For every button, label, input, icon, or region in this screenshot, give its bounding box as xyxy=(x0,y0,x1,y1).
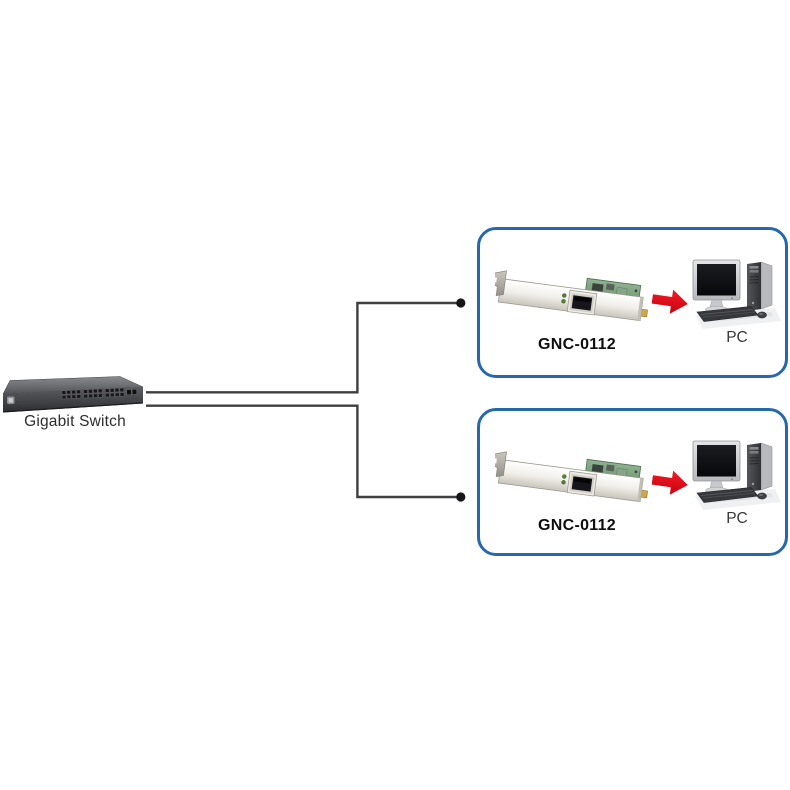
pc-image xyxy=(691,258,785,335)
wire-bottom xyxy=(146,404,457,499)
card-model-label: GNC-0112 xyxy=(538,336,616,353)
device-box-1: GNC-0112 PC xyxy=(477,227,788,378)
connection-dot-bottom xyxy=(456,492,466,502)
pc-image xyxy=(691,439,785,516)
arrow-right-icon xyxy=(650,284,691,320)
gigabit-switch-label: Gigabit Switch xyxy=(24,413,126,430)
wire-top xyxy=(146,301,457,394)
pc-label: PC xyxy=(726,329,748,346)
device-box-2: GNC-0112 PC xyxy=(477,408,788,556)
network-card-image xyxy=(495,268,657,328)
network-card-image xyxy=(495,449,657,509)
arrow-right-icon xyxy=(650,465,691,501)
card-model-label: GNC-0112 xyxy=(538,517,616,534)
gigabit-switch-image xyxy=(2,364,148,416)
connection-dot-top xyxy=(456,298,466,308)
pc-label: PC xyxy=(726,510,748,527)
